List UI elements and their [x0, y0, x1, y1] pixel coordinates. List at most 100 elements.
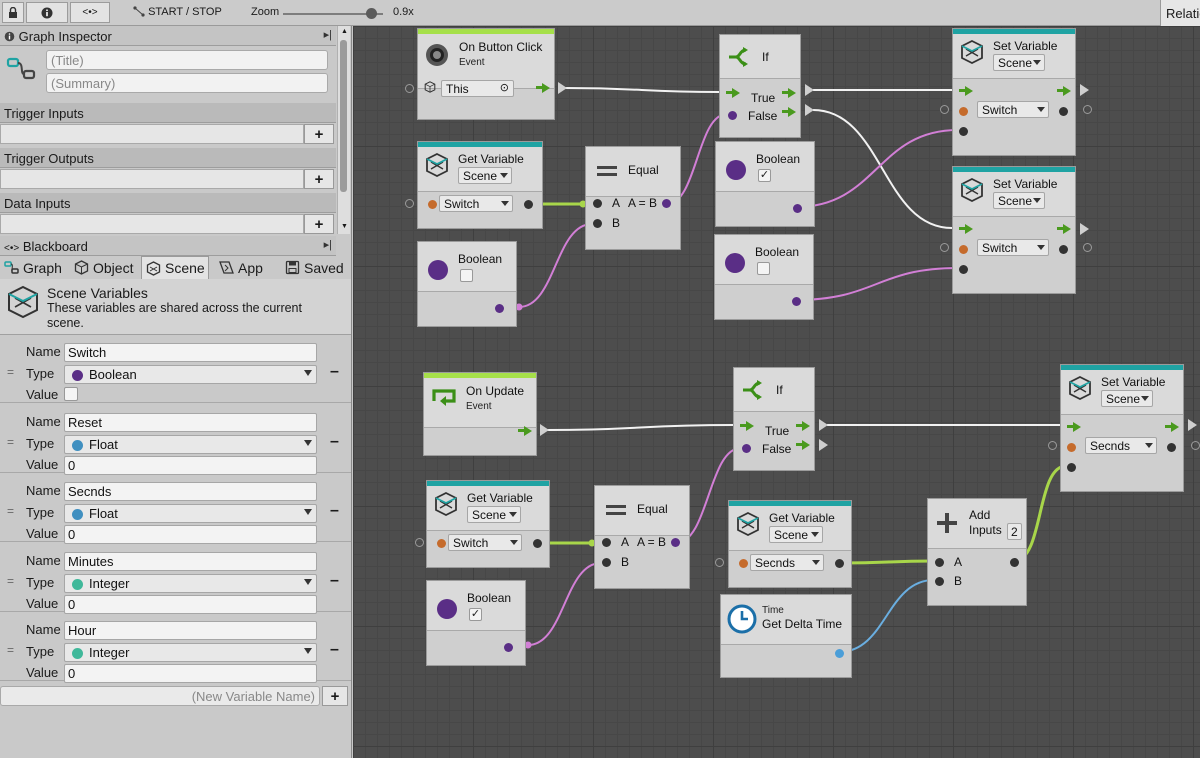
delta-output-port[interactable]: [835, 649, 844, 658]
variable-value-input[interactable]: 0: [64, 595, 317, 614]
flow-input-arrow[interactable]: [965, 86, 973, 96]
false-connector[interactable]: [819, 439, 828, 451]
scope-select[interactable]: Scene: [1101, 390, 1153, 407]
name-input-port[interactable]: [959, 245, 968, 254]
variable-name-input[interactable]: Minutes: [64, 552, 317, 571]
name-input-ring[interactable]: [415, 538, 424, 547]
variable-value-input[interactable]: 0: [64, 664, 317, 683]
panel-menu-icon[interactable]: ▸|: [323, 29, 332, 41]
target-picker-icon[interactable]: ⊙: [499, 82, 509, 94]
variable-select[interactable]: Switch: [977, 239, 1049, 256]
flow-input-arrow[interactable]: [1073, 422, 1081, 432]
drag-handle-icon[interactable]: =: [7, 504, 15, 518]
boolean-node-false-1[interactable]: Boolean: [714, 234, 814, 320]
a-input-port[interactable]: [935, 558, 944, 567]
true-connector[interactable]: [805, 84, 814, 96]
graph-title-input[interactable]: (Title): [46, 50, 328, 70]
scroll-up-icon[interactable]: ▲: [341, 28, 348, 35]
new-variable-input[interactable]: (New Variable Name): [0, 686, 320, 706]
drag-handle-icon[interactable]: =: [7, 435, 15, 449]
flow-input-arrow[interactable]: [746, 421, 754, 431]
variable-name-input[interactable]: Reset: [64, 413, 317, 432]
name-input-ring[interactable]: [715, 558, 724, 567]
zoom-slider-thumb[interactable]: [366, 8, 377, 19]
variable-type-select[interactable]: Float: [64, 504, 317, 523]
variable-select[interactable]: Switch: [439, 195, 513, 212]
info-icon[interactable]: [26, 2, 68, 23]
true-output-arrow[interactable]: [802, 421, 810, 431]
input-count-field[interactable]: 2: [1007, 523, 1022, 540]
target-object-field[interactable]: This⊙: [441, 80, 514, 97]
true-output-arrow[interactable]: [788, 88, 796, 98]
trigger-outputs-header[interactable]: Trigger Outputs: [0, 148, 336, 168]
add-data-input-button[interactable]: +: [304, 214, 334, 234]
boolean-node-false-2[interactable]: Boolean: [417, 241, 517, 327]
code-icon[interactable]: <•>: [70, 2, 110, 23]
add-trigger-input-button[interactable]: +: [304, 124, 334, 144]
connection-wire[interactable]: [795, 129, 959, 208]
boolean-value-checkbox[interactable]: [460, 269, 473, 282]
value-input-port[interactable]: [959, 265, 968, 274]
result-output-port[interactable]: [671, 538, 680, 547]
connection-wire[interactable]: [546, 424, 734, 431]
b-input-port[interactable]: [935, 577, 944, 586]
scope-select[interactable]: Scene: [993, 192, 1045, 209]
variable-value-input[interactable]: 0: [64, 525, 317, 544]
false-connector[interactable]: [805, 104, 814, 116]
variable-value-checkbox[interactable]: [64, 387, 78, 401]
connection-wire[interactable]: [838, 579, 935, 653]
value-output-ring[interactable]: [1083, 105, 1092, 114]
variable-select[interactable]: Switch: [977, 101, 1049, 118]
value-output-ring[interactable]: [1083, 243, 1092, 252]
connection-wire[interactable]: [518, 223, 593, 308]
flow-output-arrow[interactable]: [1063, 86, 1071, 96]
connection-wire[interactable]: [564, 87, 720, 93]
inspector-scroll-thumb[interactable]: [340, 40, 347, 192]
tab-app[interactable]: App: [215, 256, 277, 279]
tab-relations[interactable]: Relations: [1160, 0, 1200, 26]
remove-variable-button[interactable]: –: [330, 502, 339, 519]
name-input-ring[interactable]: [940, 105, 949, 114]
value-output-port[interactable]: [504, 643, 513, 652]
variable-value-input[interactable]: 0: [64, 456, 317, 475]
tab-scene[interactable]: Scene: [141, 256, 209, 279]
data-inputs-header[interactable]: Data Inputs: [0, 193, 336, 213]
a-input-port[interactable]: [602, 538, 611, 547]
flow-through-connector[interactable]: [1080, 223, 1089, 235]
variable-type-select[interactable]: Integer: [64, 643, 317, 662]
value-output-port[interactable]: [835, 559, 844, 568]
trigger-inputs-header[interactable]: Trigger Inputs: [0, 103, 336, 123]
sum-output-port[interactable]: [1010, 558, 1019, 567]
false-output-arrow[interactable]: [802, 440, 810, 450]
name-input-port[interactable]: [739, 559, 748, 568]
lock-icon[interactable]: [2, 2, 24, 23]
flow-input-arrow[interactable]: [732, 88, 740, 98]
drag-handle-icon[interactable]: =: [7, 365, 15, 379]
tab-object[interactable]: Object: [70, 256, 138, 279]
name-input-port[interactable]: [1067, 443, 1076, 452]
panel-menu-icon[interactable]: ▸|: [323, 239, 332, 251]
value-output-port[interactable]: [524, 200, 533, 209]
variable-select[interactable]: Secnds: [1085, 437, 1157, 454]
tab-saved[interactable]: Saved: [281, 256, 349, 279]
variable-type-select[interactable]: Boolean: [64, 365, 317, 384]
name-input-port[interactable]: [437, 539, 446, 548]
value-output-port[interactable]: [793, 204, 802, 213]
drag-handle-icon[interactable]: =: [7, 574, 15, 588]
condition-input-port[interactable]: [728, 111, 737, 120]
zoom-slider[interactable]: [283, 13, 383, 15]
variable-select[interactable]: Switch: [448, 534, 522, 551]
scope-select[interactable]: Scene: [467, 506, 521, 523]
